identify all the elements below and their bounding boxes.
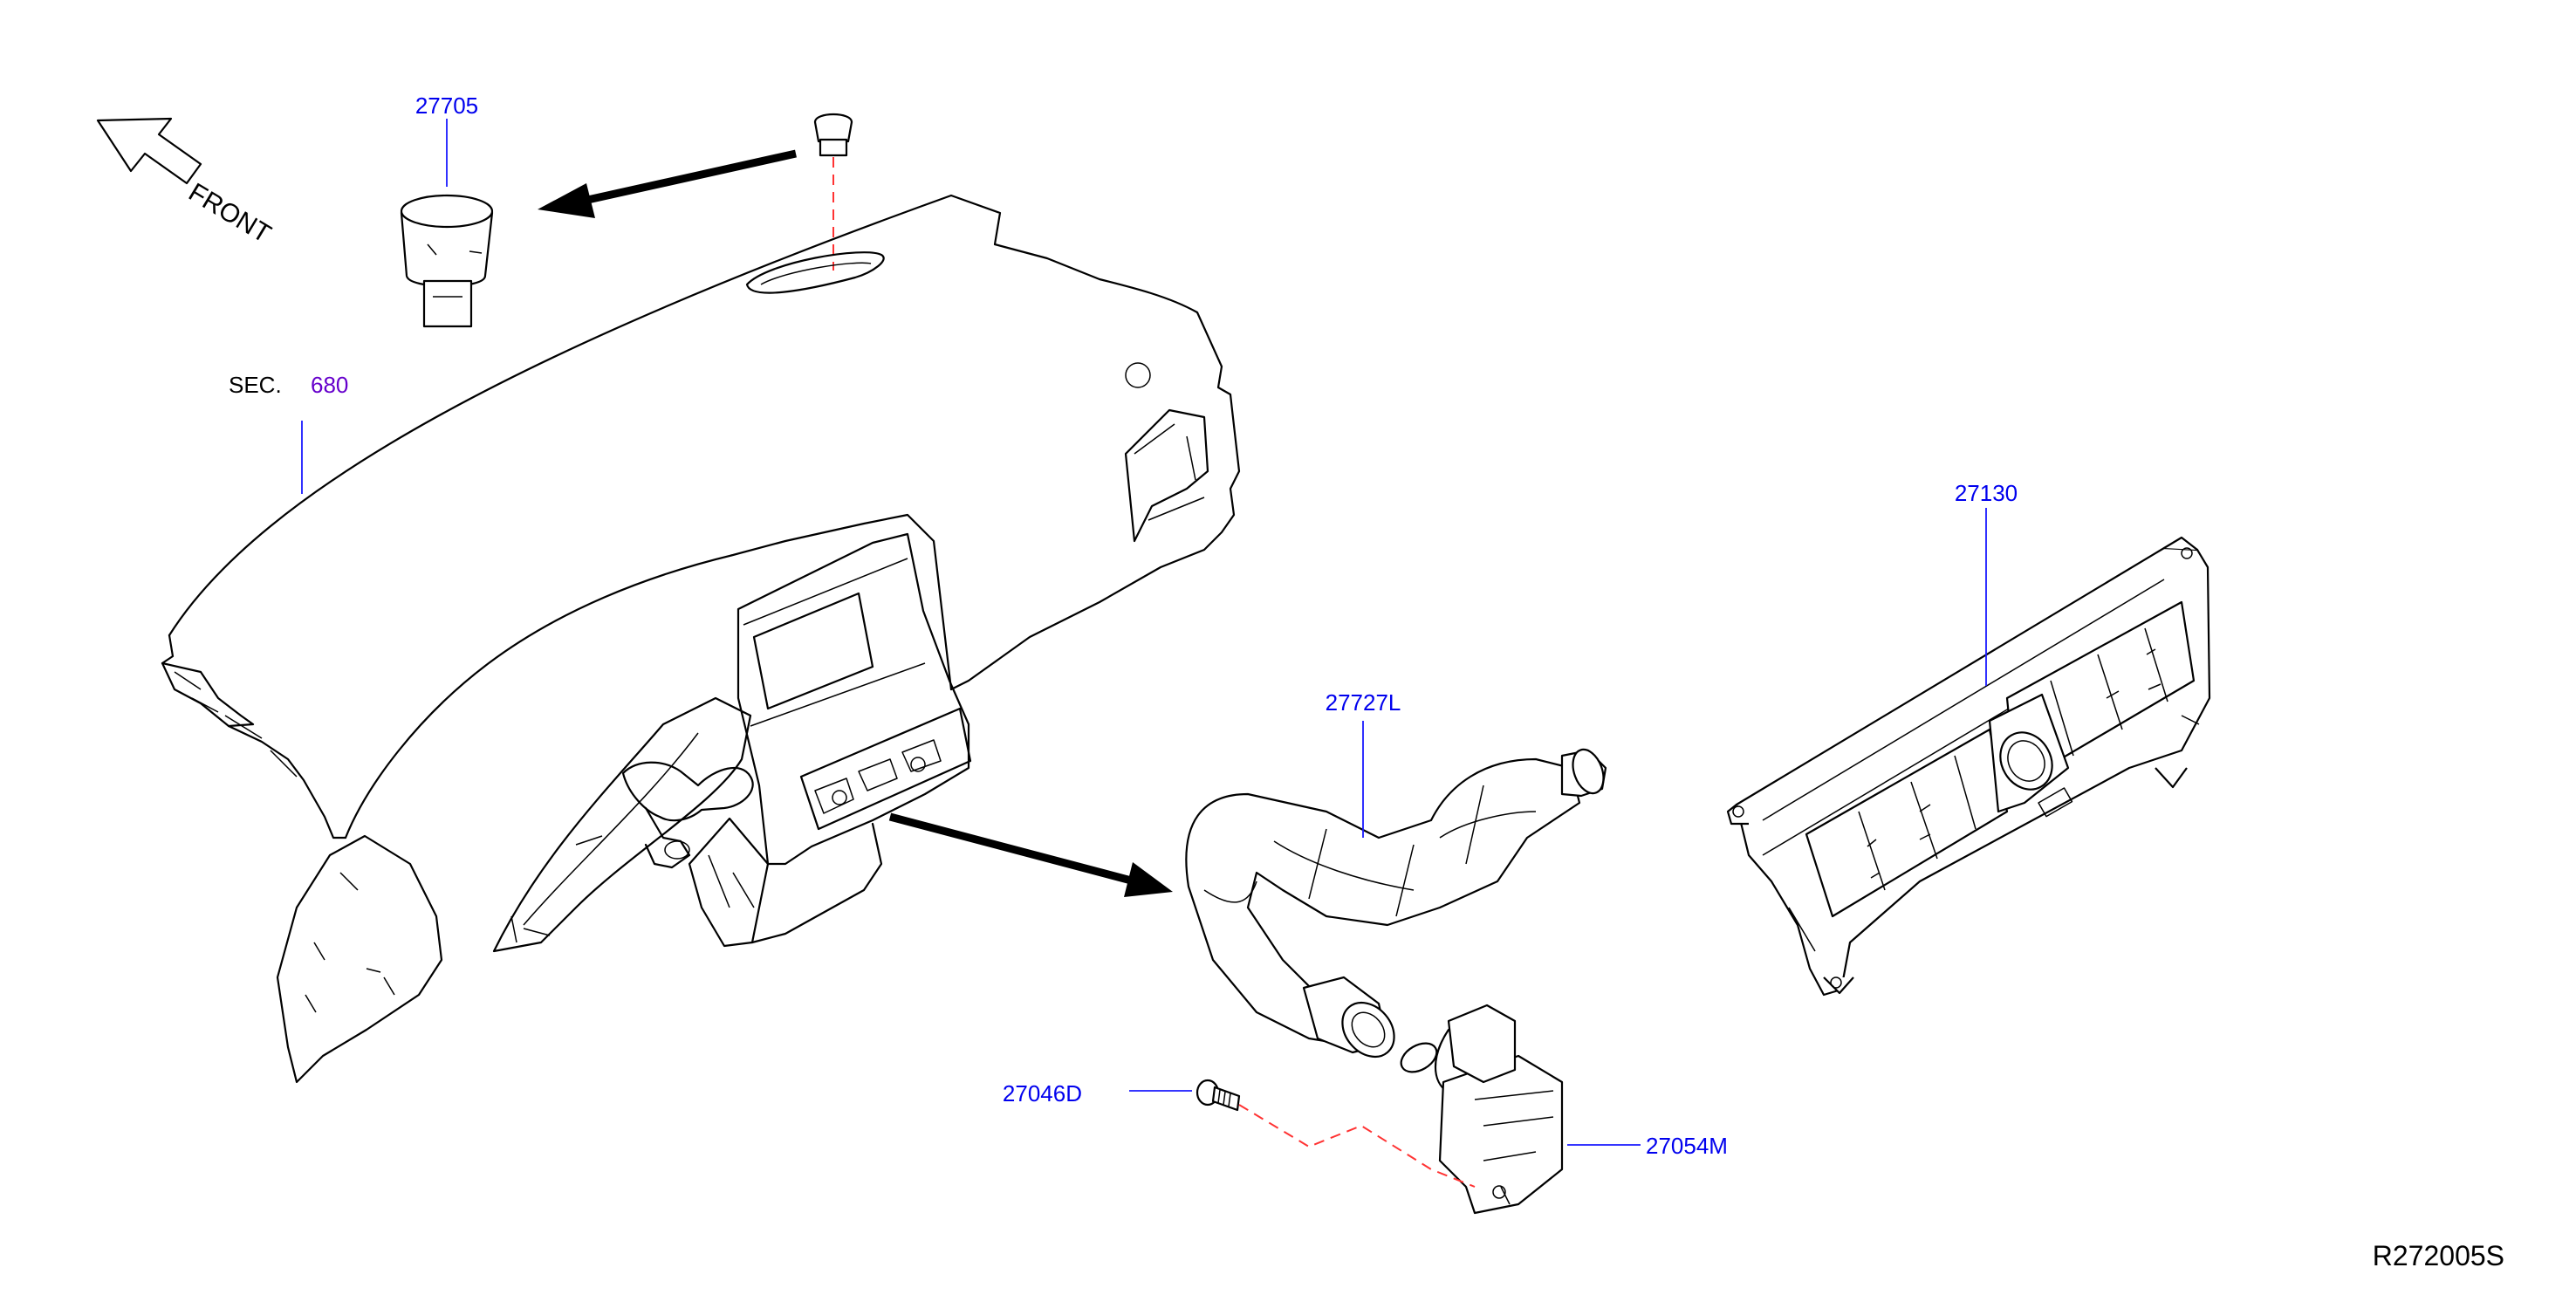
part-number-27727L: 27727L — [1326, 689, 1401, 716]
part-number-27054M: 27054M — [1646, 1133, 1728, 1159]
instrument-panel-assembly — [161, 194, 1241, 1084]
hose-part-27727L — [1185, 748, 1607, 1059]
ac-control-unit-27130 — [1726, 536, 2211, 997]
pointer-arrow-clip-icon — [538, 149, 797, 218]
part-number-27130: 27130 — [1955, 480, 2018, 506]
section-prefix: SEC. — [229, 372, 282, 398]
clip-part-27705 — [400, 194, 494, 328]
part-number-27046D: 27046D — [1003, 1080, 1082, 1107]
screw-part-27046D — [1196, 1079, 1241, 1112]
sensor-part-27054M — [1400, 1004, 1564, 1215]
front-arrow-icon — [96, 117, 202, 185]
plug-part — [813, 113, 853, 157]
section-number: 680 — [311, 372, 348, 398]
hidden-line-screw — [1238, 1104, 1476, 1188]
part-number-27705: 27705 — [415, 92, 478, 119]
front-label: FRONT — [183, 178, 276, 250]
pointer-arrow-hose-icon — [888, 812, 1173, 897]
reference-code: R272005S — [2373, 1240, 2504, 1271]
